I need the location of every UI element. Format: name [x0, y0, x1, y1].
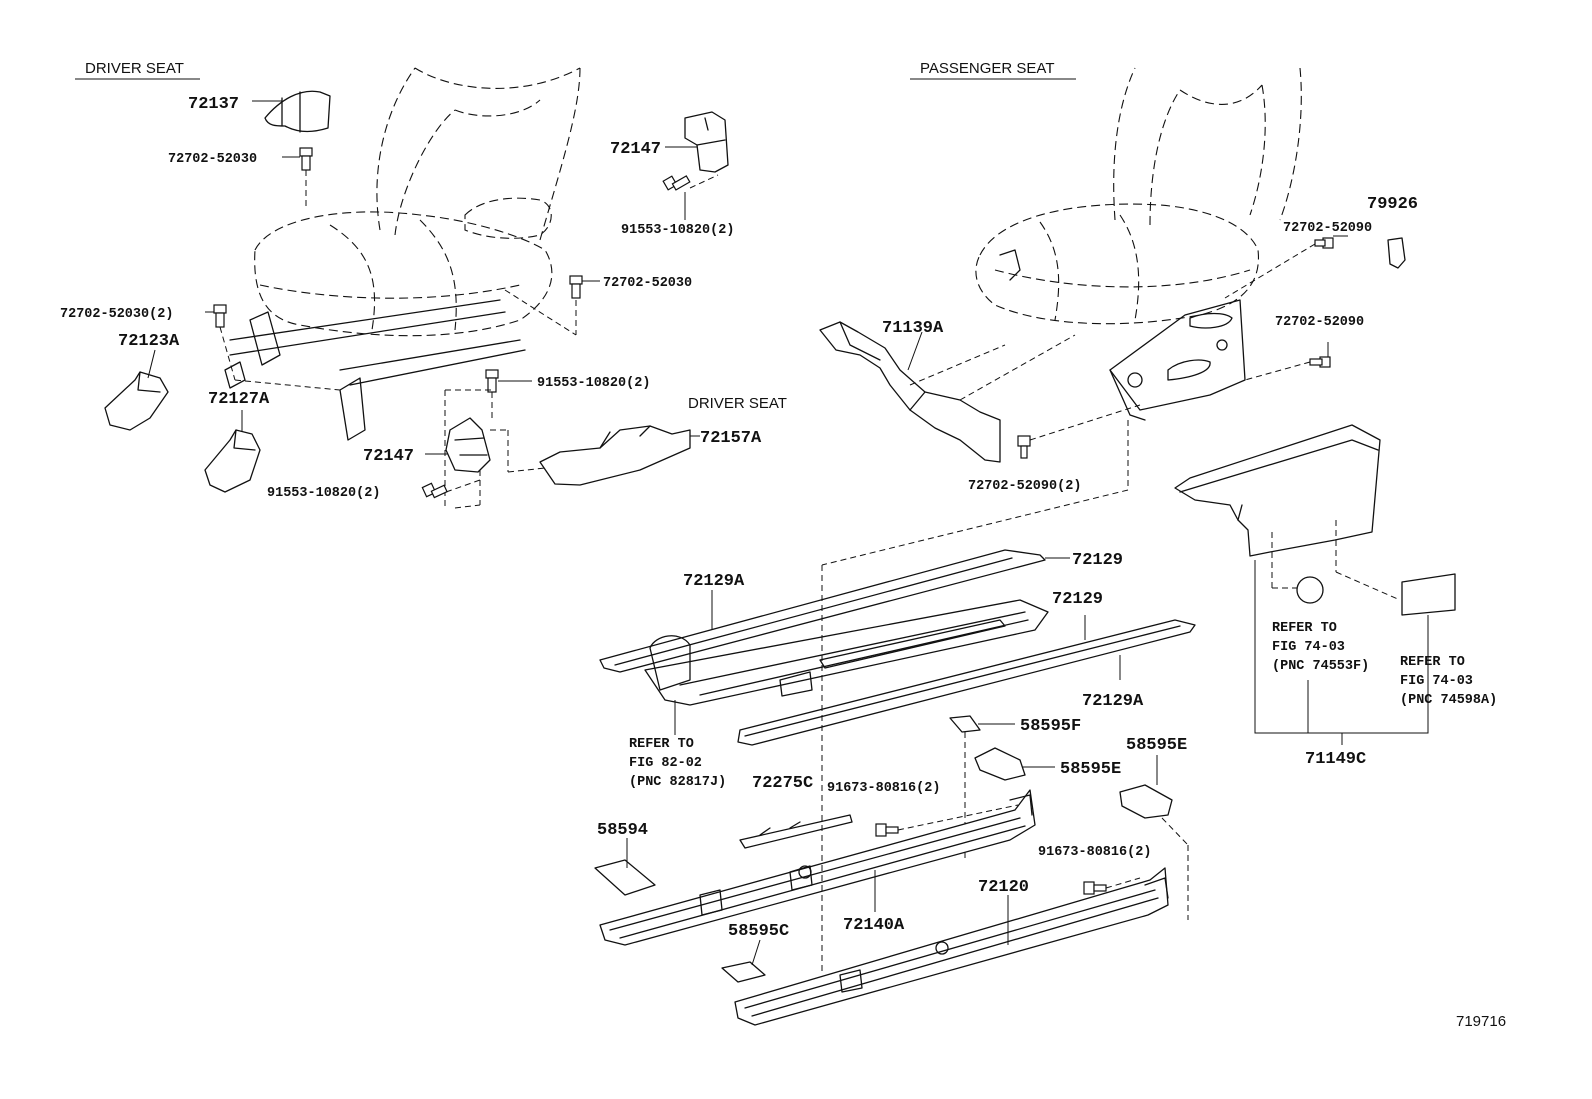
label-driver-seat-top: DRIVER SEAT — [85, 60, 184, 77]
bolt-91553-10820-mid[interactable] — [485, 369, 499, 393]
driver-seat-assembly — [224, 67, 581, 441]
label-72702-52090-b: 72702-52090 — [1275, 315, 1364, 330]
svg-text:FIG 82-02: FIG 82-02 — [629, 756, 702, 771]
bolt-72702-52090-b[interactable] — [1309, 356, 1331, 368]
part-74598A-pad[interactable] — [1401, 573, 1456, 616]
svg-text:FIG 74-03: FIG 74-03 — [1272, 640, 1345, 655]
label-72702-52030-top: 72702-52030 — [168, 152, 257, 167]
part-72129-strip-lower[interactable] — [737, 619, 1196, 746]
label-58595E-right: 58595E — [1126, 736, 1187, 755]
part-72127A-cover[interactable] — [204, 429, 261, 493]
label-72129-top: 72129 — [1072, 551, 1123, 570]
label-72157A: 72157A — [700, 429, 762, 448]
bolt-72702-52030-right[interactable] — [569, 275, 583, 299]
svg-text:(PNC 74598A): (PNC 74598A) — [1400, 693, 1497, 708]
part-71149C-cover[interactable] — [1174, 424, 1381, 557]
label-driver-seat-mid: DRIVER SEAT — [688, 395, 787, 412]
label-58595F: 58595F — [1020, 717, 1081, 736]
bolt-72702-52090-c[interactable] — [1017, 435, 1031, 459]
part-72147-bracket-mid[interactable] — [445, 417, 491, 473]
bolt-72702-52030-left[interactable] — [213, 304, 227, 328]
svg-text:REFER TO: REFER TO — [1400, 655, 1465, 670]
bolt-72702-52030-top[interactable] — [299, 147, 313, 171]
part-58595E-spacer-right[interactable] — [1119, 784, 1173, 819]
label-91673-a: 91673-80816(2) — [827, 781, 940, 796]
part-58594-plate[interactable] — [594, 859, 656, 896]
passenger-seat-assembly — [975, 67, 1302, 421]
label-58595C: 58595C — [728, 922, 789, 941]
label-72702-52090-c: 72702-52090(2) — [968, 479, 1081, 494]
bolt-91673-80816-a[interactable] — [875, 823, 899, 837]
part-71139A-cover[interactable] — [819, 321, 1001, 463]
label-72702-52030-right: 72702-52030 — [603, 276, 692, 291]
part-72120-rail[interactable] — [734, 867, 1169, 1026]
svg-text:REFER TO: REFER TO — [629, 737, 694, 752]
label-91553-low: 91553-10820(2) — [267, 486, 380, 501]
bolt-91553-10820-top[interactable] — [662, 175, 691, 191]
label-91553-top: 91553-10820(2) — [621, 223, 734, 238]
bolt-91673-80816-b[interactable] — [1083, 881, 1107, 895]
label-72120: 72120 — [978, 878, 1029, 897]
part-72123A-cover[interactable] — [104, 371, 169, 431]
part-79926-clip[interactable] — [1387, 237, 1406, 269]
label-72147-mid: 72147 — [363, 447, 414, 466]
label-72137: 72137 — [188, 95, 239, 114]
label-58594: 58594 — [597, 821, 648, 840]
part-58595C-spacer[interactable] — [721, 961, 766, 983]
reference-fig-74-03-74598A[interactable]: REFER TO FIG 74-03 (PNC 74598A) — [1400, 655, 1497, 708]
label-72123A: 72123A — [118, 332, 180, 351]
reference-fig-82-02[interactable]: REFER TO FIG 82-02 (PNC 82817J) — [629, 737, 726, 790]
part-72275C-link[interactable] — [739, 814, 853, 849]
svg-text:(PNC 82817J): (PNC 82817J) — [629, 775, 726, 790]
label-72702-52030-left: 72702-52030(2) — [60, 307, 173, 322]
svg-text:REFER TO: REFER TO — [1272, 621, 1337, 636]
part-72147-bracket-top[interactable] — [684, 111, 729, 173]
svg-text:(PNC 74553F): (PNC 74553F) — [1272, 659, 1369, 674]
part-72137-cover[interactable] — [264, 90, 331, 133]
diagram-id: 719716 — [1456, 1013, 1506, 1030]
part-72140A-rail[interactable] — [599, 789, 1036, 946]
label-72127A: 72127A — [208, 390, 270, 409]
label-71149C: 71149C — [1305, 750, 1366, 769]
part-58595F-spacer[interactable] — [949, 715, 981, 733]
label-72129A-top: 72129A — [683, 572, 745, 591]
label-passenger-seat: PASSENGER SEAT — [920, 60, 1054, 77]
label-91553-mid: 91553-10820(2) — [537, 376, 650, 391]
svg-text:FIG 74-03: FIG 74-03 — [1400, 674, 1473, 689]
bolt-72702-52090-a[interactable] — [1314, 237, 1334, 249]
reference-fig-74-03-74553F[interactable]: REFER TO FIG 74-03 (PNC 74553F) — [1272, 621, 1369, 674]
rail-upper-assembly[interactable] — [644, 599, 1049, 706]
label-72275C: 72275C — [752, 774, 813, 793]
label-91673-b: 91673-80816(2) — [1038, 845, 1151, 860]
label-72147-top: 72147 — [610, 140, 661, 159]
label-72702-52090-a: 72702-52090 — [1283, 221, 1372, 236]
label-72129-lower: 72129 — [1052, 590, 1103, 609]
label-72129A-lower: 72129A — [1082, 692, 1144, 711]
label-58595E-mid: 58595E — [1060, 760, 1121, 779]
bolt-91553-10820-low[interactable] — [421, 482, 448, 499]
part-74553F-cap[interactable] — [1296, 576, 1324, 604]
label-71139A: 71139A — [882, 319, 944, 338]
part-58595E-spacer-mid[interactable] — [974, 747, 1026, 781]
label-72140A: 72140A — [843, 916, 905, 935]
label-79926: 79926 — [1367, 195, 1418, 214]
part-72157A-cover[interactable] — [539, 425, 691, 486]
